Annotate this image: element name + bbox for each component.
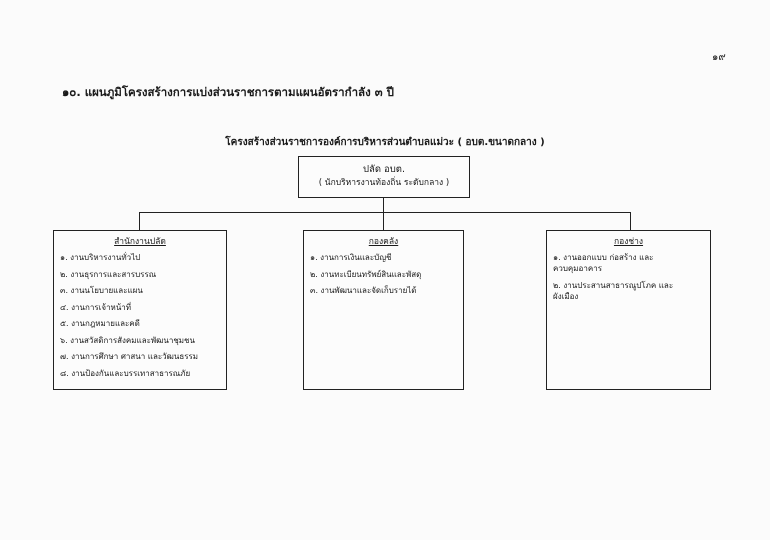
- connector-trunk: [383, 198, 384, 212]
- list-item: ๓. งานพัฒนาและจัดเก็บรายได้: [310, 286, 417, 295]
- connector-right: [630, 212, 631, 230]
- list-item: ๘. งานป้องกันและบรรเทาสาธารณภัย: [60, 368, 191, 378]
- list-item: ๓. งานนโยบายและแผน: [60, 286, 143, 295]
- org-box-chief-title: ปลัด อบต.: [363, 164, 405, 175]
- section-heading: ๑๐. แผนภูมิโครงสร้างการแบ่งส่วนราชการตาม…: [62, 85, 394, 99]
- list-item: ๑. งานออกแบบ ก่อสร้าง และ ควบคุมอาคาร: [553, 253, 654, 273]
- chart-title: โครงสร้างส่วนราชการองค์การบริหารส่วนตำบล…: [225, 137, 545, 148]
- dept-title: กองคลัง: [368, 237, 399, 247]
- org-box-chief: ปลัด อบต. ( นักบริหารงานท้องถิ่น ระดับกล…: [298, 156, 470, 198]
- dept-item-list: ๑. งานออกแบบ ก่อสร้าง และ ควบคุมอาคาร ๒.…: [553, 252, 704, 302]
- list-item: ๒. งานประสานสาธารณูปโภค และ ผังเมือง: [553, 280, 674, 301]
- dept-title: สำนักงานปลัด: [114, 237, 166, 247]
- list-item: ๖. งานสวัสดิการสังคมและพัฒนาชุมชน: [60, 335, 195, 345]
- connector-center: [383, 212, 384, 230]
- dept-title: กองช่าง: [613, 237, 644, 247]
- list-item: ๒. งานธุรการและสารบรรณ: [60, 269, 157, 279]
- dept-item-list: ๑. งานการเงินและบัญชี ๒. งานทะเบียนทรัพย…: [310, 252, 457, 296]
- org-box-office-of-deputy: สำนักงานปลัด ๑. งานบริหารงานทั่วไป ๒. งา…: [53, 230, 227, 390]
- connector-horizontal: [139, 212, 631, 213]
- list-item: ๑. งานบริหารงานทั่วไป: [60, 253, 141, 262]
- org-box-finance-division: กองคลัง ๑. งานการเงินและบัญชี ๒. งานทะเบ…: [303, 230, 464, 390]
- list-item: ๗. งานการศึกษา ศาสนา และวัฒนธรรม: [60, 352, 199, 361]
- connector-left: [139, 212, 140, 230]
- list-item: ๔. งานการเจ้าหน้าที่: [60, 302, 132, 312]
- page-number: ๑๙: [712, 52, 726, 63]
- dept-item-list: ๑. งานบริหารงานทั่วไป ๒. งานธุรการและสาร…: [60, 252, 220, 379]
- list-item: ๒. งานทะเบียนทรัพย์สินและพัสดุ: [310, 269, 422, 279]
- org-box-engineering-division: กองช่าง ๑. งานออกแบบ ก่อสร้าง และ ควบคุม…: [546, 230, 711, 390]
- org-box-chief-subtitle: ( นักบริหารงานท้องถิ่น ระดับกลาง ): [318, 178, 450, 188]
- list-item: ๕. งานกฎหมายและคดี: [60, 319, 140, 328]
- list-item: ๑. งานการเงินและบัญชี: [310, 253, 392, 262]
